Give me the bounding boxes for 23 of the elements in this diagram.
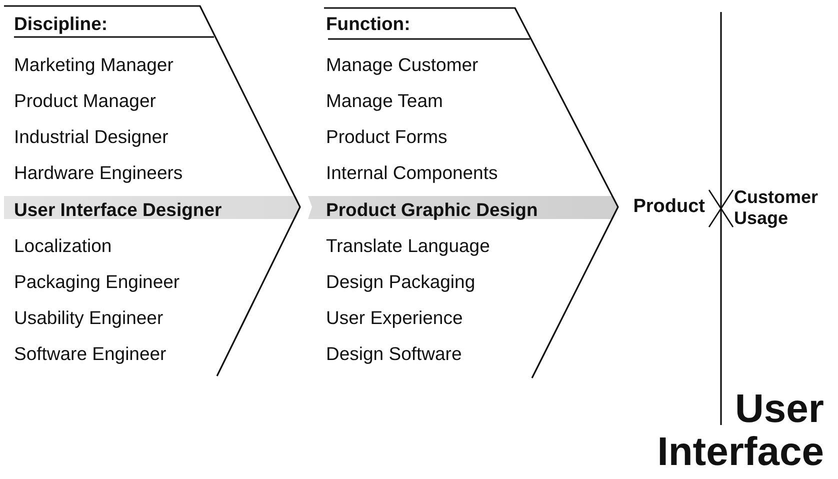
list-item: Localization (14, 235, 112, 257)
list-item: Manage Customer (326, 54, 478, 76)
list-item: Manage Team (326, 90, 443, 112)
diagram-heading: User Interface (656, 388, 824, 474)
axis-label: Product (633, 196, 705, 218)
list-item: Packaging Engineer (14, 271, 180, 293)
list-item: Marketing Manager (14, 54, 174, 76)
list-item: Translate Language (326, 235, 490, 257)
list-item: Industrial Designer (14, 126, 168, 148)
axis-label: Customer Usage (734, 187, 820, 229)
column-heading: Discipline: (14, 13, 108, 35)
list-item: Product Forms (326, 126, 448, 148)
list-item: User Experience (326, 307, 463, 329)
list-item: Product Graphic Design (326, 199, 538, 221)
list-item: Design Software (326, 343, 462, 365)
list-item: Usability Engineer (14, 307, 164, 329)
list-item: User Interface Designer (14, 199, 222, 221)
list-item: Product Manager (14, 90, 156, 112)
list-item: Design Packaging (326, 271, 476, 293)
list-item: Hardware Engineers (14, 162, 183, 184)
list-item: Software Engineer (14, 343, 166, 365)
list-item: Internal Components (326, 162, 498, 184)
column-heading: Function: (326, 13, 410, 35)
